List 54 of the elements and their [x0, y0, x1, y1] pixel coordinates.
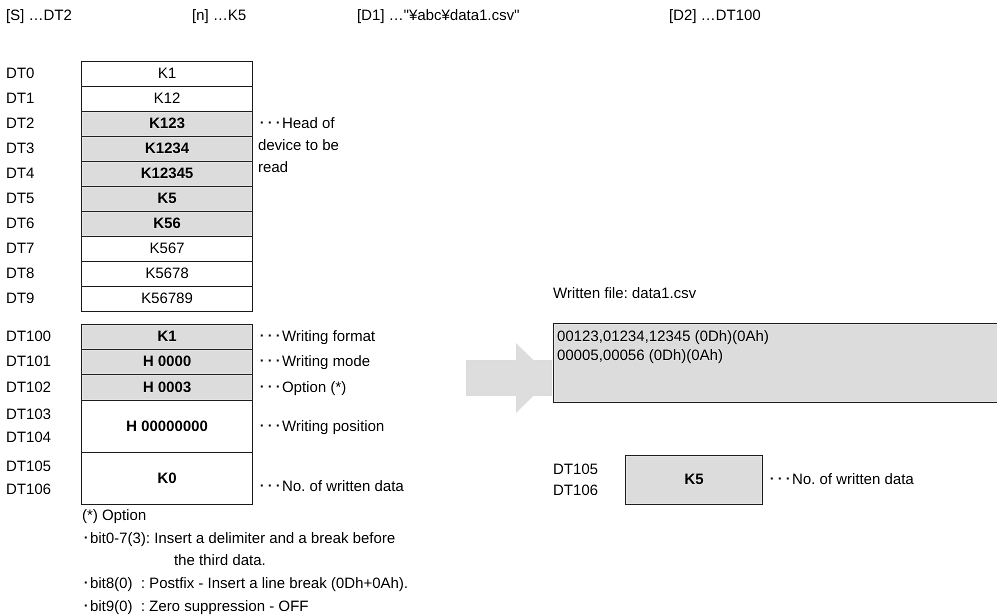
register-address: DT3	[6, 140, 34, 158]
register-cell: K5	[625, 455, 763, 505]
register-cell: K5678	[81, 261, 253, 287]
argument-label: [S] …DT2	[6, 6, 72, 26]
register-cell: K1	[81, 324, 253, 350]
note-text: ･bit0-7(3): Insert a delimiter and a break before the third data.	[82, 529, 396, 571]
register-cell: K123	[81, 111, 253, 137]
register-cell: K56789	[81, 286, 253, 312]
note-text: ･bit9(0) : Zero suppression - OFF	[82, 597, 308, 616]
register-cell: K0	[81, 452, 253, 505]
annotation-text: ･･･Writing format	[258, 328, 376, 346]
register-address: DT105	[553, 461, 598, 479]
register-cell: H 0000	[81, 349, 253, 375]
register-address: DT6	[6, 215, 34, 233]
register-address: DT104	[6, 429, 52, 447]
note-text: ･bit8(0) : Postfix - Insert a line break (0Dh+0Ah).	[82, 574, 408, 594]
file-content-line: 00005,00056 (0Dh)(0Ah)	[557, 346, 723, 365]
register-cell: K1234	[81, 136, 253, 162]
register-address: DT105	[6, 458, 52, 476]
register-address: DT101	[6, 353, 52, 371]
register-address: DT106	[6, 481, 52, 499]
register-address: DT102	[6, 379, 52, 397]
register-cell: H 0003	[81, 374, 253, 401]
register-address: DT4	[6, 165, 34, 183]
result-arrow	[466, 343, 552, 413]
register-address: DT103	[6, 406, 52, 424]
annotation-text: ･･･No. of written data	[768, 471, 914, 489]
register-address: DT5	[6, 190, 34, 208]
register-cell: K5	[81, 186, 253, 212]
argument-label: [n] …K5	[192, 6, 246, 26]
register-address: DT9	[6, 290, 34, 308]
register-cell: K567	[81, 236, 253, 262]
register-address: DT7	[6, 240, 34, 258]
register-cell: K12	[81, 86, 253, 112]
annotation-text: ･･･Option (*)	[258, 379, 346, 397]
register-address: DT106	[553, 482, 598, 500]
argument-label: [D1] …"¥abc¥data1.csv"	[357, 6, 520, 26]
register-address: DT2	[6, 115, 34, 133]
register-cell: K12345	[81, 161, 253, 187]
register-cell: K1	[81, 61, 253, 87]
register-address: DT1	[6, 90, 34, 108]
annotation-text: ･･･Head of device to be read	[258, 114, 340, 178]
annotation-text: ･･･No. of written data	[258, 478, 404, 496]
register-address: DT8	[6, 265, 34, 283]
register-cell: K56	[81, 211, 253, 237]
register-cell: H 00000000	[81, 400, 253, 453]
file-name-heading: Written file: data1.csv	[553, 285, 696, 303]
annotation-text: ･･･Writing mode	[258, 353, 370, 371]
annotation-text: ･･･Writing position	[258, 418, 384, 436]
file-content-line: 00123,01234,12345 (0Dh)(0Ah)	[557, 327, 769, 346]
argument-label: [D2] …DT100	[669, 6, 761, 26]
note-text: (*) Option	[82, 506, 146, 526]
register-address: DT0	[6, 65, 34, 83]
register-address: DT100	[6, 328, 52, 346]
